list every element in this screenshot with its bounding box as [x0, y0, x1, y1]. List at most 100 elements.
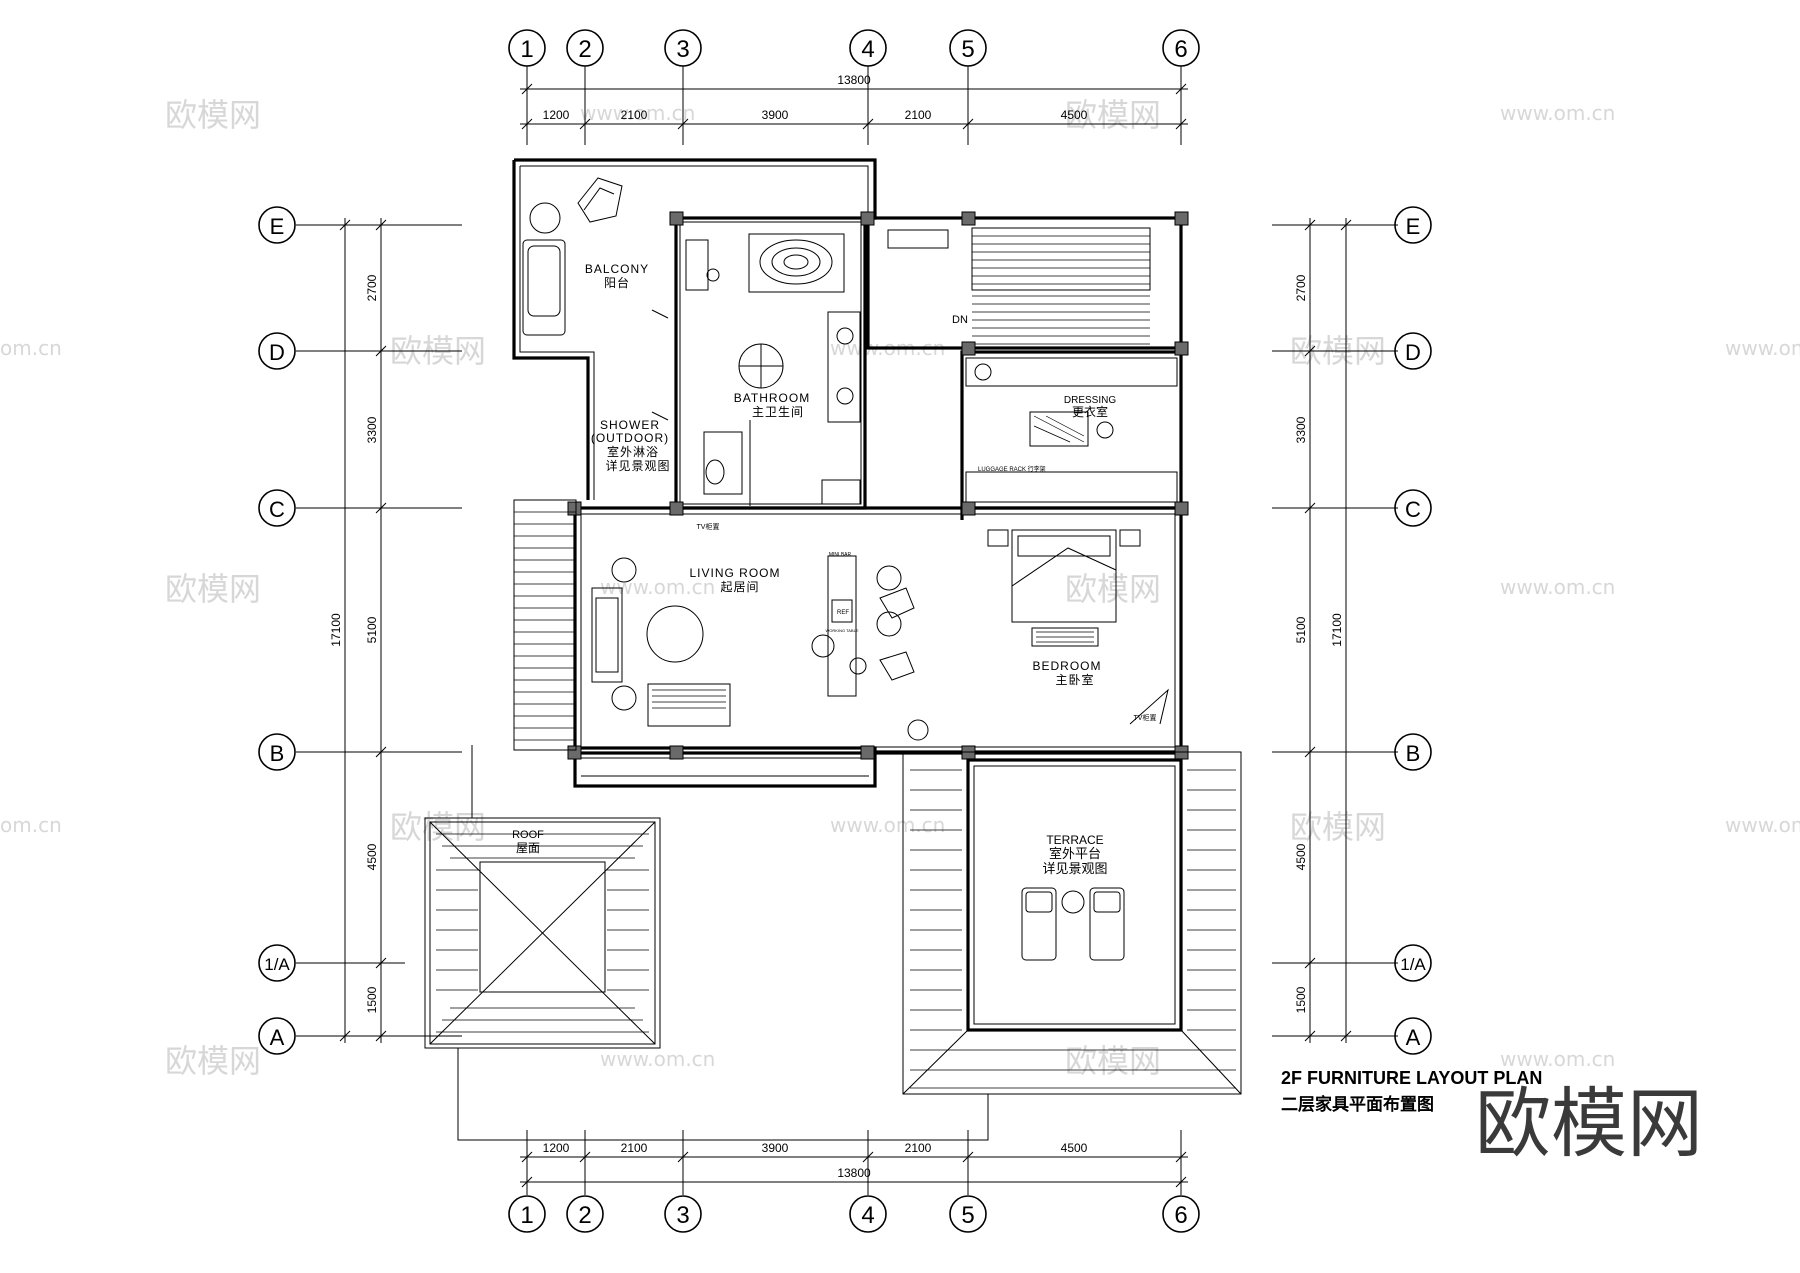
brand-watermark-large: 欧模网 [1475, 1079, 1703, 1168]
roof: ROOF 屋面 [424, 745, 989, 1141]
svg-text:B: B [1406, 741, 1421, 766]
title-en: 2F FURNITURE LAYOUT PLAN [1281, 1068, 1542, 1088]
axis-bubble-E: E [258, 206, 296, 244]
svg-text:1: 1 [520, 1202, 533, 1229]
terrace-cn-label: 室外平台 [1049, 846, 1101, 861]
roof-en-label: ROOF [512, 829, 544, 841]
dim: 5100 [365, 616, 379, 643]
axis-bubble-5: 5 [949, 1195, 987, 1233]
axis-bubble-3: 3 [664, 29, 702, 67]
columns [567, 211, 1189, 760]
axis-bubble-4: 4 [849, 1195, 887, 1233]
axis-bubble-1: 1 [508, 1195, 546, 1233]
axis-bubble-E: E [1394, 206, 1432, 244]
svg-text:C: C [1405, 497, 1421, 522]
watermark: om.cn [0, 813, 62, 837]
svg-text:A: A [270, 1025, 285, 1050]
watermark: om.cn [0, 336, 62, 360]
bedroom-en-label: BEDROOM [1032, 659, 1101, 673]
watermark: 欧模网 [165, 570, 261, 608]
dim-total: 17100 [329, 613, 343, 647]
dim-total: 17100 [1330, 613, 1344, 647]
axis-bubble-2: 2 [566, 29, 604, 67]
dim: 3300 [365, 416, 379, 443]
balcony [512, 158, 877, 500]
svg-text:1/A: 1/A [264, 955, 290, 974]
svg-text:E: E [270, 214, 285, 239]
dim: 2100 [905, 1141, 932, 1155]
watermark: 欧模网 [165, 96, 261, 134]
svg-text:2: 2 [578, 36, 591, 63]
svg-text:6: 6 [1174, 36, 1187, 63]
svg-text:6: 6 [1174, 1202, 1187, 1229]
dim: 5100 [1294, 616, 1308, 643]
dim: 2100 [621, 108, 648, 122]
terrace-en-label: TERRACE [1046, 833, 1103, 847]
stair-dn-label: DN [952, 314, 968, 326]
dim: 1500 [365, 986, 379, 1013]
axis-bubble-D: D [258, 332, 296, 370]
dim: 1200 [543, 108, 570, 122]
watermark: 欧模网 [1065, 1042, 1161, 1080]
bottom-axis: 1200 2100 3900 2100 4500 13800 1 2 3 4 5… [508, 1130, 1200, 1233]
dim: 4500 [1294, 843, 1308, 870]
svg-text:C: C [269, 497, 285, 522]
svg-text:1/A: 1/A [1400, 955, 1426, 974]
axis-bubble-B: B [1394, 733, 1432, 771]
left-axis: 17100 2700 3300 5100 4500 1500 E D C B 1… [258, 206, 462, 1055]
right-axis: 2700 3300 5100 4500 1500 17100 E D C B 1… [1272, 206, 1432, 1055]
watermark: www.om.cn [600, 1047, 715, 1071]
stair: DN [866, 216, 1183, 350]
svg-text:5: 5 [961, 36, 974, 63]
axis-bubble-2: 2 [566, 1195, 604, 1233]
dressing: DRESSING 更衣室 LUGGAGE RACK 行李架 [960, 350, 1183, 510]
axis-bubble-1A: 1/A [258, 944, 296, 982]
dim: 2700 [1294, 274, 1308, 301]
watermark: 欧模网 [1065, 570, 1161, 608]
floor-plan: DN DRESSING 更衣室 LUGGAGE RACK 行李架 [424, 158, 1242, 1141]
fridge-label: REF [837, 610, 849, 616]
dim: 2100 [905, 108, 932, 122]
axis-bubble-1A: 1/A [1394, 944, 1432, 982]
drawing-title: 2F FURNITURE LAYOUT PLAN 二层家具平面布置图 [1281, 1068, 1542, 1114]
dim: 3900 [762, 1141, 789, 1155]
axis-bubble-C: C [258, 489, 296, 527]
shower-cn-label: 室外淋浴 [607, 444, 659, 459]
dim-total: 13800 [837, 1166, 871, 1180]
terrace-cn2-label: 详见景观图 [1042, 861, 1107, 876]
watermarks: 欧模网 www.om.cn 欧模网 www.om.cn om.cn 欧模网 ww… [0, 96, 1800, 1080]
balcony-en-label: BALCONY [585, 262, 649, 276]
svg-text:3: 3 [676, 1202, 689, 1229]
dressing-en-label: DRESSING [1064, 395, 1116, 406]
dim: 4500 [1061, 108, 1088, 122]
tv-label: TV柜置 [697, 522, 720, 531]
dim: 2700 [365, 274, 379, 301]
watermark: 欧模网 [390, 808, 486, 846]
bathroom [674, 216, 867, 510]
axis-bubble-6: 6 [1162, 29, 1200, 67]
svg-text:1: 1 [520, 36, 533, 63]
svg-text:4: 4 [861, 36, 874, 63]
watermark: www.om.cn [830, 813, 945, 837]
luggage-rack-label: LUGGAGE RACK 行李架 [978, 465, 1046, 473]
svg-text:E: E [1406, 214, 1421, 239]
dim: 1500 [1294, 986, 1308, 1013]
dim: 4500 [1061, 1141, 1088, 1155]
dim-total: 13800 [837, 73, 871, 87]
svg-text:2: 2 [578, 1202, 591, 1229]
axis-bubble-1: 1 [508, 29, 546, 67]
axis-bubble-C: C [1394, 489, 1432, 527]
tv-label: TV柜置 [1134, 713, 1157, 722]
axis-bubble-3: 3 [664, 1195, 702, 1233]
axis-bubble-A: A [258, 1017, 296, 1055]
watermark: www.om.cn [1725, 813, 1800, 837]
dim: 3300 [1294, 416, 1308, 443]
axis-bubble-6: 6 [1162, 1195, 1200, 1233]
svg-text:5: 5 [961, 1202, 974, 1229]
balcony-cn-label: 阳台 [604, 275, 630, 290]
watermark: 欧模网 [165, 1042, 261, 1080]
bedroom-cn-label: 主卧室 [1055, 672, 1094, 687]
axis-bubble-D: D [1394, 332, 1432, 370]
svg-text:4: 4 [861, 1202, 874, 1229]
watermark: www.om.cn [1725, 336, 1800, 360]
